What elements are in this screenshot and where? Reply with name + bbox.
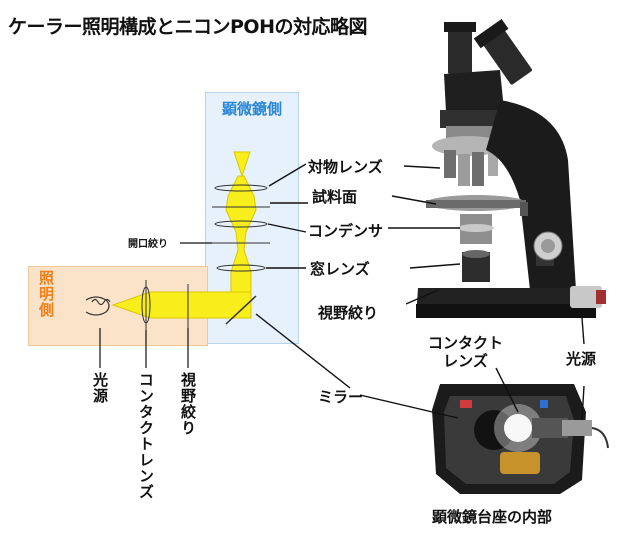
microscope-side-label: 顕微鏡側 bbox=[221, 100, 282, 118]
schematic-leaders bbox=[99, 242, 212, 368]
lamp-filament-icon bbox=[85, 296, 111, 316]
callout-leaders bbox=[255, 163, 585, 421]
microscope-illustration bbox=[416, 18, 606, 318]
objective-lens-callout: 対物レンズ bbox=[308, 158, 383, 176]
light-source-callout: 光源 bbox=[566, 350, 597, 368]
base-interior-caption: 顕微鏡台座の内部 bbox=[432, 508, 553, 526]
base-interior-photo bbox=[432, 384, 609, 494]
window-lens-callout: 窓レンズ bbox=[310, 260, 370, 278]
contact-lens-label: コンタクトレンズ bbox=[137, 372, 155, 500]
condenser-callout: コンデンサ bbox=[308, 222, 384, 240]
light-source-label: 光源 bbox=[91, 372, 109, 404]
field-diaphragm-callout: 視野絞り bbox=[318, 304, 379, 322]
page-title: ケーラー照明構成とニコンPOHの対応略図 bbox=[8, 16, 367, 38]
mirror-callout: ミラー bbox=[318, 388, 364, 406]
illumination-side-label: 照明側 bbox=[37, 270, 55, 318]
schematic-lens-elements bbox=[141, 184, 270, 330]
light-beam bbox=[111, 151, 257, 319]
field-stop-label: 視野絞り bbox=[179, 372, 197, 436]
aperture-stop-label: 開口絞り bbox=[128, 239, 168, 250]
contact-lens-callout: コンタクト レンズ bbox=[428, 334, 504, 370]
specimen-plane-callout: 試料面 bbox=[312, 188, 358, 206]
